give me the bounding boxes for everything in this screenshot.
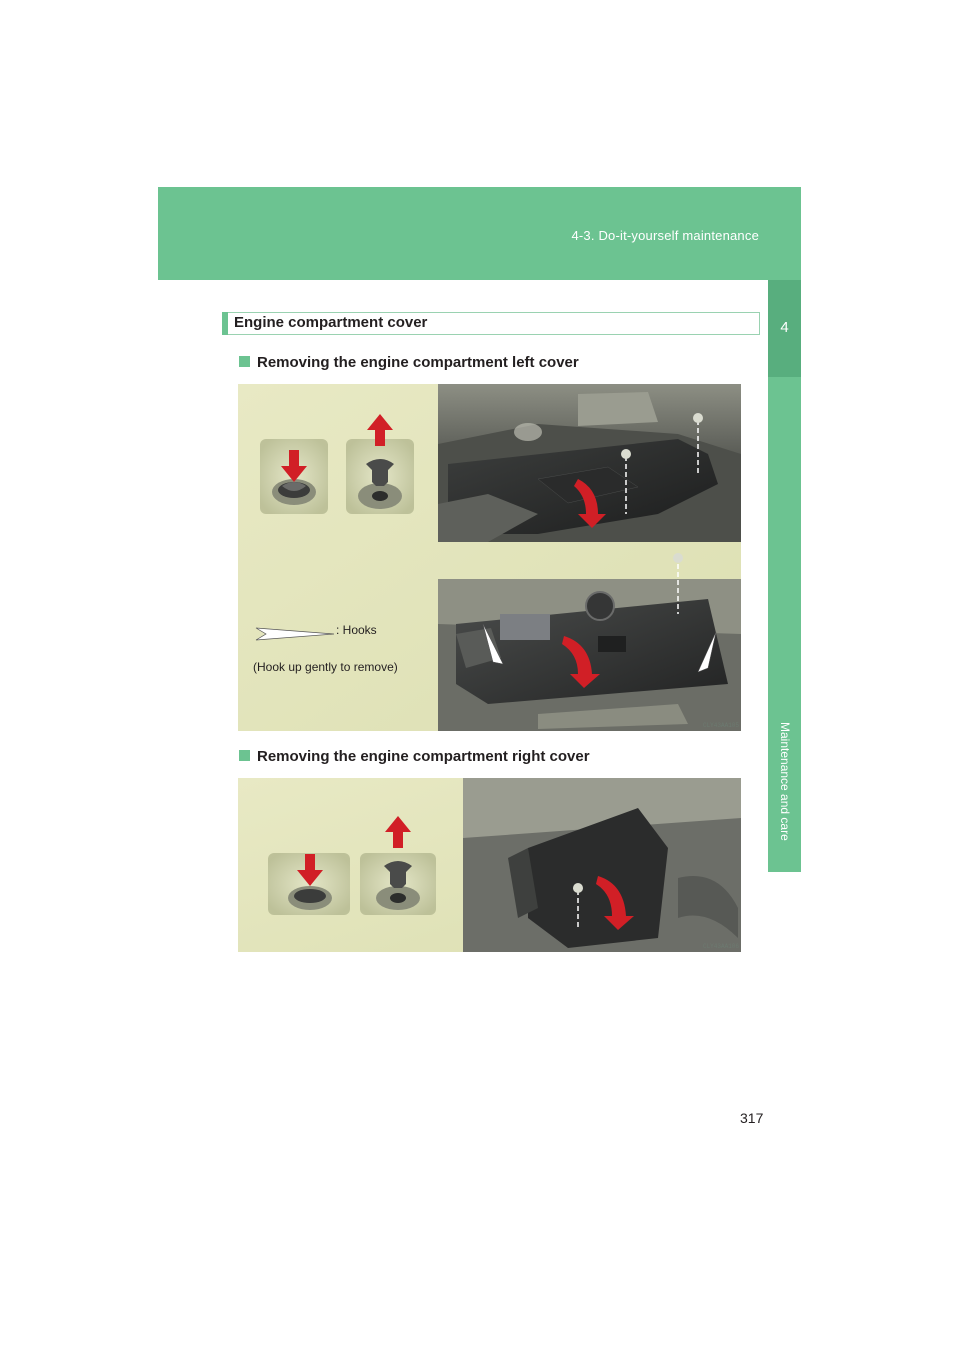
right-cover-illustration-svg [238,778,741,952]
topic-heading: Engine compartment cover [234,314,428,331]
left-cover-illustration-svg [238,384,741,731]
right-cover-heading-text: Removing the engine compartment right co… [257,748,590,765]
right-cover-illustration: CLY43AA106 [238,778,741,952]
header-band: 4-3. Do-it-yourself maintenance [158,187,801,280]
page-number: 317 [740,1110,764,1126]
left-cover-heading-text: Removing the engine compartment left cov… [257,354,579,371]
left-cover-illustration: : Hooks (Hook up gently to remove) CLY43… [238,384,741,731]
chapter-side-tab: 4 Maintenance and care [768,280,801,872]
chapter-number: 4 [780,319,789,336]
right-cover-heading: Removing the engine compartment right co… [239,748,590,765]
hooks-note: (Hook up gently to remove) [253,660,398,674]
left-cover-heading: Removing the engine compartment left cov… [239,354,579,371]
section-title: 4-3. Do-it-yourself maintenance [571,228,759,243]
topic-heading-bar [222,312,228,335]
bullet-square-icon [239,750,250,761]
chapter-title: Maintenance and care [778,722,792,841]
hooks-legend: : Hooks [336,623,377,637]
topic-heading-frame [222,312,760,335]
bullet-square-icon [239,356,250,367]
figure-code: CLY43AA105 [702,722,739,729]
figure-code: CLY43AA106 [702,943,739,950]
chapter-number-box: 4 [768,280,801,377]
